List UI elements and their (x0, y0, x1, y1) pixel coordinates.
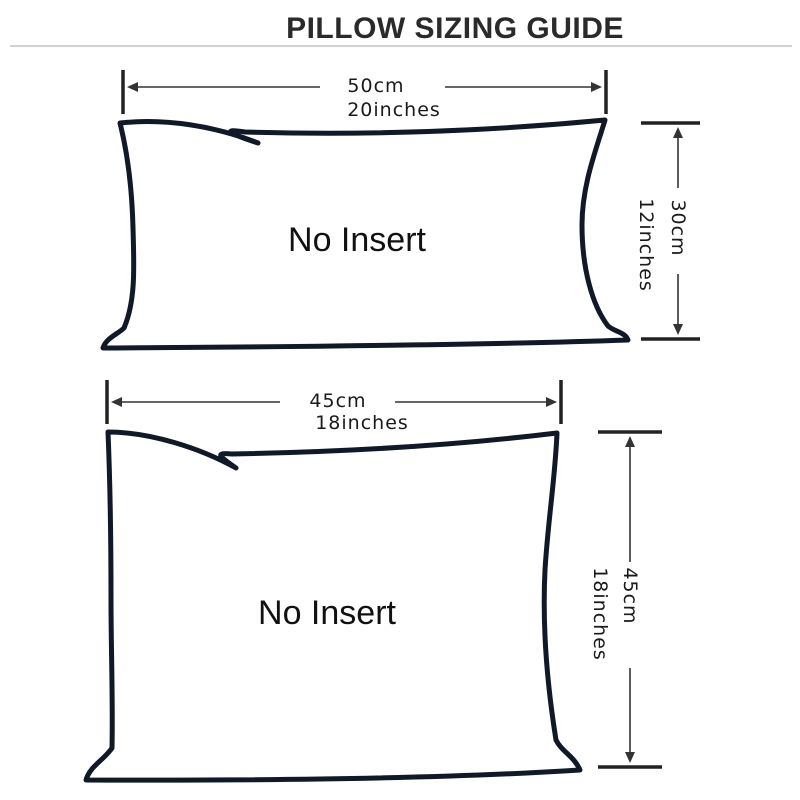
page-title: PILLOW SIZING GUIDE (286, 12, 624, 45)
pillow-1-height-in: 12inches (635, 198, 657, 292)
pillow-square: 45cm 18inches No Insert 45cm 18inches (83, 380, 662, 783)
pillow-1-outline (100, 117, 631, 351)
pillow-rectangular: 50cm 20inches No Insert 30cm 12inches (100, 70, 700, 351)
pillow-2-width-cm: 45cm (309, 390, 366, 412)
pillow-1-height-dimension: 30cm 12inches (635, 121, 700, 341)
pillow-1-width-in: 20inches (347, 99, 441, 121)
pillow-2-insert-label: No Insert (258, 594, 396, 632)
pillow-2-outline (83, 429, 583, 783)
pillow-2-width-in: 18inches (315, 412, 409, 434)
pillow-2-height-in: 18inches (589, 567, 611, 661)
pillow-1-width-cm: 50cm (347, 75, 404, 97)
pillow-1-insert-label: No Insert (288, 221, 426, 259)
pillow-2-height-dimension: 45cm 18inches (589, 430, 662, 769)
pillow-1-width-dimension: 50cm 20inches (121, 70, 608, 121)
pillow-1-height-cm: 30cm (667, 199, 689, 256)
pillow-2-height-cm: 45cm (619, 567, 641, 624)
pillow-2-width-dimension: 45cm 18inches (105, 380, 563, 434)
